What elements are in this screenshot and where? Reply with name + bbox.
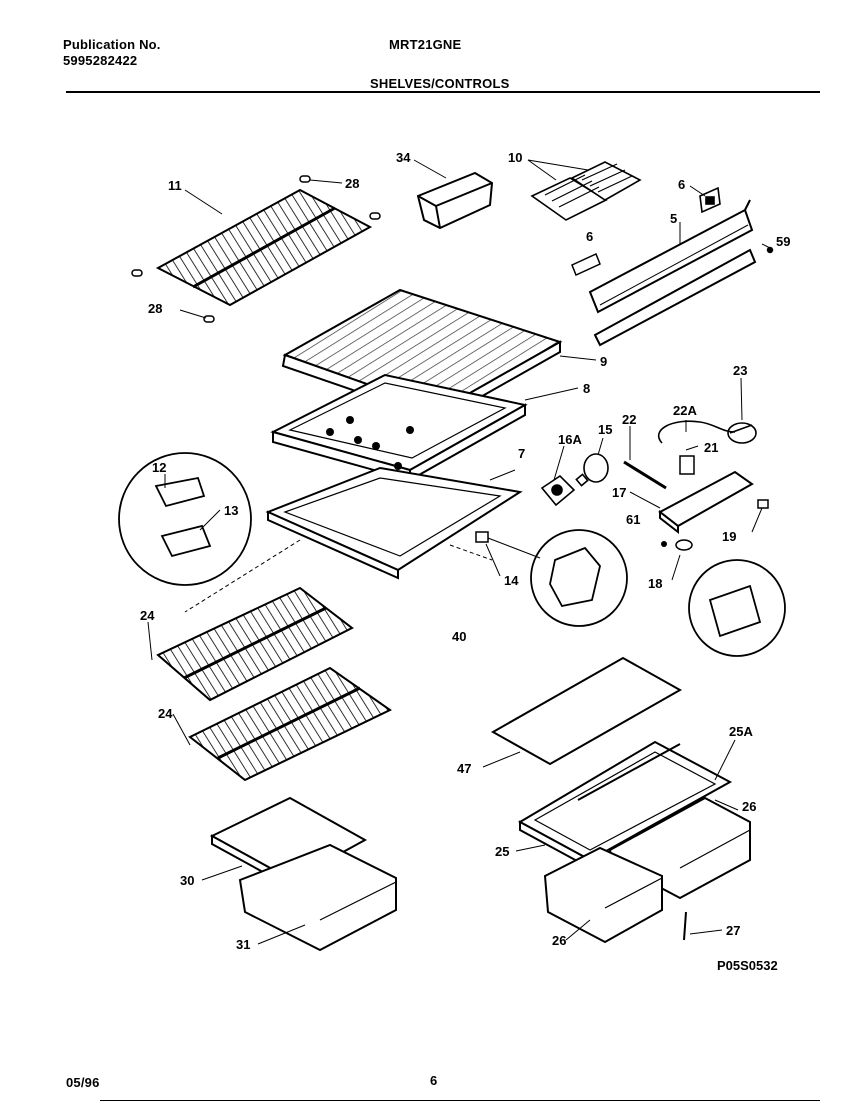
section-title: SHELVES/CONTROLS [370, 76, 510, 91]
light-switch [679, 455, 695, 475]
rod-22 [623, 460, 667, 490]
damper-14 [475, 531, 489, 543]
label-7: 7 [518, 446, 525, 461]
label-15: 15 [598, 422, 612, 437]
knob-18 [675, 539, 693, 551]
footer-date: 05/96 [66, 1075, 100, 1090]
frame-clips [326, 416, 414, 470]
wire-shelf-middle [156, 586, 354, 702]
light-bulb [575, 453, 609, 487]
shelf-frame-bottom [265, 466, 523, 580]
label-22a: 22A [673, 403, 697, 418]
label-18: 18 [648, 576, 662, 591]
leader-dash [449, 544, 493, 561]
footer-rule [100, 1100, 820, 1101]
label-16a: 16A [558, 432, 582, 447]
wire-shelf-lower [188, 666, 392, 782]
control-housing [658, 470, 754, 535]
label-13: 13 [224, 503, 238, 518]
leader-dash [184, 539, 301, 613]
label-25: 25 [495, 844, 509, 859]
detail-circle-switch [688, 559, 786, 657]
diagram-code: P05S0532 [717, 958, 778, 973]
thermostat [727, 422, 757, 444]
label-6-bottom: 6 [586, 229, 593, 244]
label-30: 30 [180, 873, 194, 888]
capillary-tube [657, 420, 736, 444]
label-34: 34 [396, 150, 411, 165]
label-61: 61 [626, 512, 640, 527]
label-59: 59 [776, 234, 790, 249]
label-26-bottom: 26 [552, 933, 566, 948]
label-27: 27 [726, 923, 740, 938]
crisper-drawer-left [543, 846, 663, 944]
lamp-socket [540, 474, 576, 507]
label-23: 23 [733, 363, 747, 378]
crisper-glass [490, 656, 683, 766]
label-28-bottom: 28 [148, 301, 162, 316]
label-31: 31 [236, 937, 250, 952]
model-number: MRT21GNE [389, 37, 462, 52]
label-8: 8 [583, 381, 590, 396]
wire-shelf-top [155, 188, 373, 307]
label-26-right: 26 [742, 799, 756, 814]
label-9: 9 [600, 354, 607, 369]
control-panel [588, 199, 757, 347]
control-bracket-top [699, 186, 721, 214]
label-40: 40 [452, 629, 466, 644]
page-number: 6 [430, 1073, 438, 1088]
label-25a: 25A [729, 724, 753, 739]
bracket-6 [571, 252, 601, 277]
label-21: 21 [704, 440, 718, 455]
label-6-top: 6 [678, 177, 685, 192]
label-24-top: 24 [140, 608, 155, 623]
switch-19 [757, 499, 769, 509]
label-28-top: 28 [345, 176, 359, 191]
detail-circle-damper [530, 529, 628, 627]
publication-label: Publication No. [63, 37, 161, 52]
shelf-end-cap [131, 175, 381, 323]
publication-number: 5995282422 [63, 53, 138, 68]
leader-lines [147, 159, 773, 945]
detail-circle-buttons [118, 452, 252, 586]
ice-cube-trays [530, 161, 642, 221]
label-10: 10 [508, 150, 522, 165]
meat-pan [238, 843, 397, 952]
screw-61 [661, 541, 667, 547]
screw-27 [683, 911, 687, 941]
label-22: 22 [622, 412, 636, 427]
label-11: 11 [168, 178, 182, 193]
label-47: 47 [457, 761, 471, 776]
label-12: 12 [152, 460, 166, 475]
storage-bin [416, 171, 494, 230]
label-24-bottom: 24 [158, 706, 173, 721]
label-17: 17 [612, 485, 626, 500]
label-14: 14 [504, 573, 519, 588]
label-19: 19 [722, 529, 736, 544]
header-rule [66, 91, 820, 93]
label-5: 5 [670, 211, 677, 226]
